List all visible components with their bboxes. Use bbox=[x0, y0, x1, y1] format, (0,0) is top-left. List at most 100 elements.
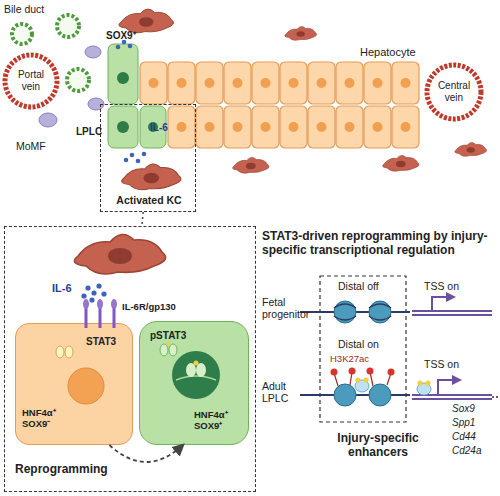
adult-chromatin bbox=[388, 369, 395, 376]
stage-label: Adult LPLC bbox=[262, 380, 302, 404]
gene-name: Sox9 bbox=[452, 403, 475, 415]
bile-duct bbox=[57, 15, 79, 37]
adult-chromatin bbox=[387, 373, 391, 385]
il6-dots bbox=[130, 153, 135, 158]
hepatocyte-plate bbox=[168, 62, 195, 104]
fetal-chromatin bbox=[300, 297, 492, 323]
adult-chromatin bbox=[334, 372, 391, 386]
adult-chromatin bbox=[369, 384, 391, 406]
central-vein: Central vein bbox=[424, 62, 484, 122]
lplc-cell bbox=[108, 44, 138, 104]
adult-chromatin bbox=[300, 394, 410, 396]
hepatocyte-plate bbox=[392, 62, 419, 104]
cell-name: Activated KC bbox=[101, 194, 197, 206]
hepatocyte-plate bbox=[140, 62, 167, 104]
adult-chromatin bbox=[355, 380, 369, 392]
hepatocyte-plate bbox=[392, 106, 419, 148]
vessel-outline bbox=[5, 55, 57, 107]
il6-dots bbox=[81, 293, 86, 298]
lplc-cell: pSTAT3HNF4α⁺ SOX9⁺ bbox=[139, 321, 249, 445]
protein-label: pSTAT3 bbox=[150, 330, 186, 342]
il6-dots bbox=[128, 44, 133, 49]
zoom-panel: ReprogrammingSTAT3HNF4α⁺ SOX9⁻pSTAT3HNF4… bbox=[4, 226, 256, 492]
macrophage-cell bbox=[39, 113, 57, 127]
kupffer-cells bbox=[383, 155, 419, 171]
il6-receptor bbox=[83, 299, 89, 309]
panel-caption: Reprogramming bbox=[15, 463, 108, 477]
zoom-region-box: Activated KC bbox=[100, 104, 196, 212]
hepatocyte-plate bbox=[308, 106, 335, 148]
hepatocyte-plate bbox=[364, 62, 391, 104]
il6-dots bbox=[116, 45, 121, 50]
vessel-name: Central vein bbox=[432, 80, 476, 103]
il6-dots bbox=[96, 283, 101, 288]
il6-dots bbox=[142, 152, 147, 157]
hepatocyte-plate bbox=[364, 106, 391, 148]
adult-chromatin bbox=[334, 373, 338, 386]
region-label: Distal on bbox=[338, 338, 379, 350]
adult-chromatin bbox=[355, 377, 360, 382]
lplc-cell bbox=[117, 121, 129, 133]
cell-type-label: Hepatocyte bbox=[360, 46, 416, 59]
marker-label: HNF4α⁺ SOX9⁺ bbox=[194, 410, 246, 432]
protein-label: STAT3 bbox=[86, 336, 116, 348]
region-label: TSS on bbox=[424, 358, 459, 370]
adult-chromatin bbox=[334, 384, 356, 406]
cell-type-label: LPLC bbox=[76, 126, 102, 138]
gene-name: Cd24a bbox=[452, 445, 481, 457]
hepatocyte-plate bbox=[280, 106, 307, 148]
enhancer-box bbox=[320, 276, 406, 422]
kupffer-cells bbox=[119, 9, 174, 33]
hepatocyte-plate bbox=[224, 106, 251, 148]
kupffer-cells bbox=[285, 26, 317, 40]
hepatocyte-plate bbox=[224, 62, 251, 104]
adult-chromatin bbox=[412, 394, 492, 396]
adult-chromatin bbox=[492, 396, 499, 398]
il6-dots bbox=[91, 290, 96, 295]
adult-chromatin bbox=[349, 368, 356, 375]
hepatocyte-plate bbox=[252, 106, 279, 148]
panel-title: STAT3-driven reprogramming by injury-spe… bbox=[262, 230, 498, 258]
hepatocyte-plate bbox=[196, 62, 223, 104]
adult-chromatin bbox=[438, 380, 460, 395]
adult-chromatin bbox=[367, 368, 374, 375]
hepatocyte-plate bbox=[196, 106, 223, 148]
hepatocyte-plate bbox=[252, 62, 279, 104]
lplc-cell bbox=[108, 106, 138, 148]
structure-label: Bile duct bbox=[4, 3, 44, 15]
hepatocyte-plate bbox=[336, 106, 363, 148]
hepatocyte-plate bbox=[280, 62, 307, 104]
fetal-chromatin bbox=[432, 297, 454, 311]
enhancer-box bbox=[320, 276, 406, 422]
histone-mark-label: H3K27ac bbox=[330, 354, 369, 365]
fetal-chromatin bbox=[334, 301, 356, 323]
stage-label: Fetal progenitor bbox=[262, 296, 318, 320]
receptor-label: IL-6R/gp130 bbox=[122, 302, 176, 313]
il6-dots bbox=[101, 291, 106, 296]
region-label: Distal off bbox=[338, 280, 379, 292]
zoom-guide-line bbox=[142, 212, 143, 226]
adult-chromatin bbox=[370, 372, 373, 386]
adult-chromatin bbox=[425, 380, 430, 385]
region-label: TSS on bbox=[424, 280, 459, 292]
vessel-outline bbox=[427, 65, 481, 119]
fetal-chromatin bbox=[300, 311, 410, 313]
reprogramming-arrow bbox=[109, 445, 183, 462]
il6-receptor bbox=[111, 299, 117, 309]
bile-duct bbox=[12, 24, 32, 44]
adult-chromatin bbox=[331, 369, 338, 376]
adult-chromatin bbox=[331, 368, 395, 376]
marker-label: HNF4α⁺ SOX9⁻ bbox=[22, 408, 74, 430]
kupffer-cells bbox=[455, 142, 487, 156]
portal-vein: Portal vein bbox=[2, 52, 60, 110]
il6-dots bbox=[81, 40, 146, 303]
il6-receptor bbox=[97, 299, 103, 309]
gene-name: Cd44 bbox=[452, 431, 476, 443]
cell-type-label: MoMF bbox=[16, 140, 46, 152]
il6-dots bbox=[89, 297, 94, 302]
hepatocyte-cell: STAT3HNF4α⁺ SOX9⁻ bbox=[15, 323, 133, 445]
cytokine-label: IL-6 bbox=[52, 282, 72, 295]
adult-chromatin bbox=[417, 383, 431, 395]
fetal-chromatin bbox=[412, 310, 492, 312]
